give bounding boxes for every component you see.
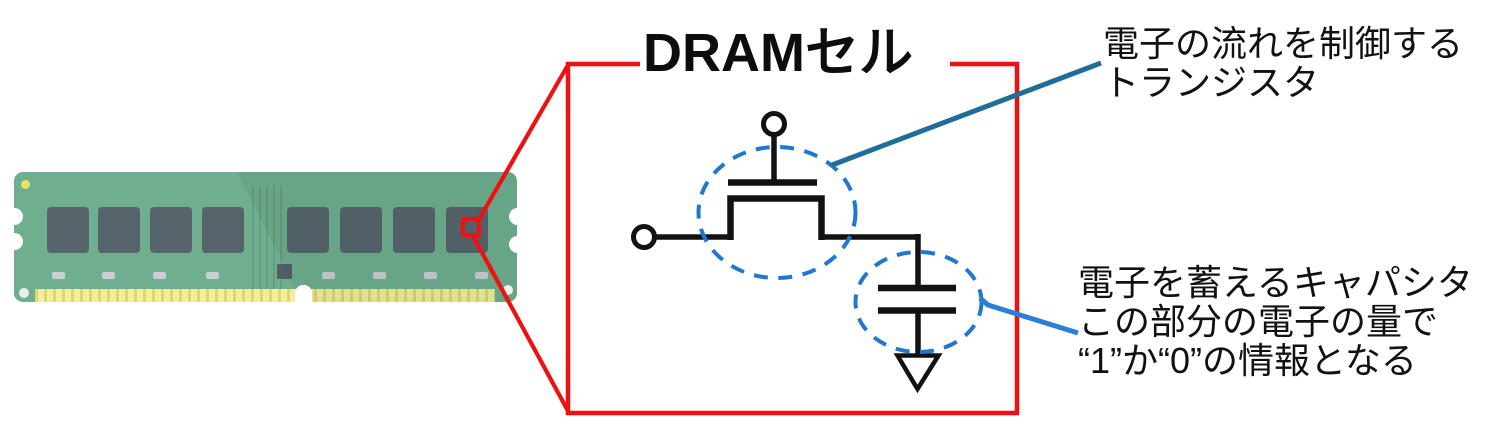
annotation-line: この部分の電子の量で bbox=[1078, 301, 1439, 342]
edge-notch bbox=[508, 207, 526, 225]
memory-chip bbox=[47, 207, 89, 253]
memory-chip bbox=[150, 207, 192, 253]
transistor-highlight-circle bbox=[696, 145, 858, 280]
annotation-line: 電子を蓄えるキャパシタ bbox=[1078, 262, 1473, 303]
edge-notch bbox=[508, 235, 526, 253]
pcb-trace bbox=[252, 186, 254, 289]
edge-notch bbox=[5, 208, 23, 225]
pin-key-notch bbox=[295, 285, 312, 303]
capacitor-callout-line bbox=[978, 296, 1079, 336]
smd-component bbox=[475, 272, 488, 279]
ground-symbol bbox=[893, 353, 943, 394]
pcb-trace bbox=[280, 186, 282, 289]
ram-module-illustration bbox=[14, 172, 517, 302]
smd-component bbox=[102, 272, 115, 279]
source-terminal bbox=[631, 224, 657, 250]
memory-chip bbox=[202, 207, 244, 253]
corner-dot bbox=[19, 288, 29, 298]
transistor-callout-line bbox=[831, 60, 1102, 168]
corner-dot bbox=[503, 285, 513, 295]
zoom-line-bottom bbox=[471, 234, 570, 413]
capacitor-annotation: 電子を蓄えるキャパシタ この部分の電子の量で “1”か“0”の情報となる bbox=[1078, 263, 1473, 380]
zoom-line-top bbox=[476, 63, 570, 223]
zoom-highlight-square bbox=[461, 217, 481, 237]
edge-notch bbox=[5, 233, 23, 250]
smd-component bbox=[206, 272, 219, 279]
memory-chip bbox=[340, 207, 382, 253]
memory-chip bbox=[287, 207, 329, 253]
transistor-symbol bbox=[631, 111, 918, 250]
smd-component bbox=[373, 272, 386, 279]
smd-component bbox=[424, 272, 437, 279]
memory-chip bbox=[98, 207, 140, 253]
smd-component bbox=[153, 272, 166, 279]
annotation-line: “1”か“0”の情報となる bbox=[1078, 340, 1417, 381]
smd-component bbox=[52, 272, 65, 279]
pcb-trace bbox=[266, 186, 268, 289]
smd-component bbox=[322, 272, 335, 279]
pcb-trace bbox=[259, 186, 261, 289]
gate-terminal bbox=[761, 111, 787, 137]
channel bbox=[727, 195, 825, 240]
annotation-line: 電子の流れを制御する bbox=[1103, 23, 1464, 64]
dram-cell-box bbox=[565, 61, 1020, 416]
gold-pins bbox=[35, 289, 495, 302]
capacitor-symbol bbox=[878, 234, 956, 394]
screw-hole-dot bbox=[21, 180, 30, 189]
memory-chip bbox=[393, 207, 435, 253]
dram-cell-title: DRAMセル bbox=[643, 23, 913, 83]
transistor-annotation: 電子の流れを制御する トランジスタ bbox=[1103, 24, 1463, 102]
small-chip bbox=[277, 264, 292, 279]
annotation-line: トランジスタ bbox=[1103, 62, 1320, 103]
pcb-trace bbox=[273, 186, 275, 289]
